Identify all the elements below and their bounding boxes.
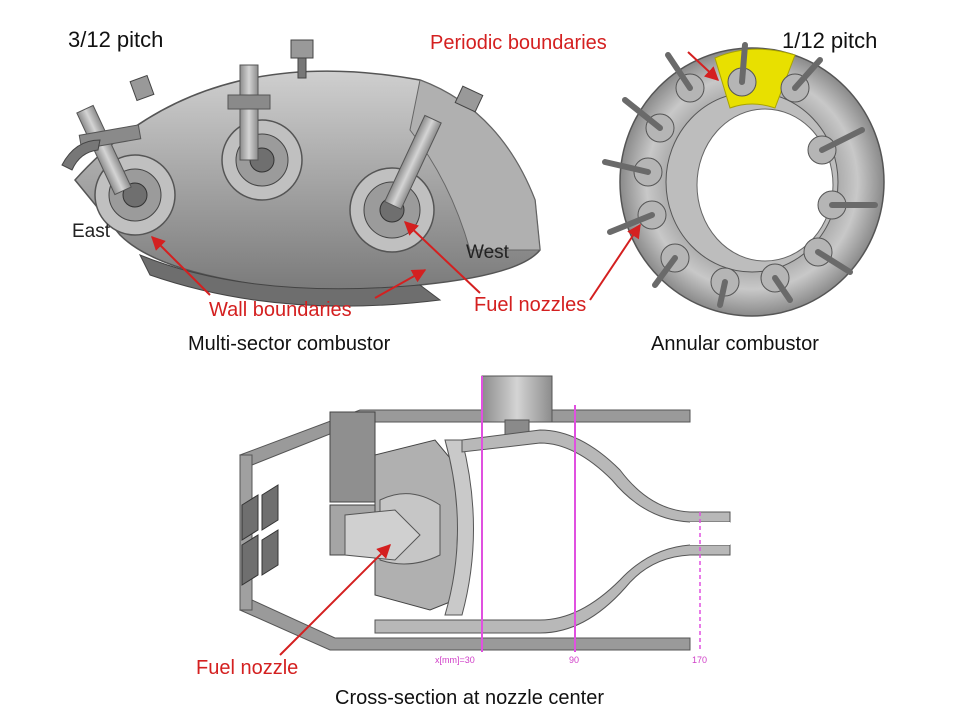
cross-section <box>239 375 731 652</box>
arrow-fuel-nozzles <box>403 221 481 294</box>
swirler-vanes <box>241 484 279 586</box>
fuel-nozzles-label: Fuel nozzles <box>474 294 587 316</box>
dome-flare <box>444 439 474 616</box>
arrow-periodic <box>687 51 720 81</box>
arrow-wall-west <box>374 269 427 299</box>
injector-stem <box>481 375 553 423</box>
liner-lower <box>374 544 731 634</box>
east-label: East <box>72 221 111 242</box>
wall-boundaries-label: Wall boundaries <box>209 299 352 321</box>
axis-marker-x30: x[mm]=30 <box>435 655 475 665</box>
axis-marker-x170: 170 <box>692 655 708 665</box>
sector-knobs <box>129 39 484 113</box>
arrow-annular-nozzle <box>589 223 641 301</box>
nozzle-internals <box>344 439 461 611</box>
exit-duct <box>690 522 730 545</box>
pitch-sector-label: 3/12 pitch <box>68 27 164 52</box>
arrow-wall-east <box>151 236 211 296</box>
pitch-annular-label: 1/12 pitch <box>782 28 878 53</box>
liner-upper <box>461 429 731 523</box>
annular-combustor <box>602 42 885 317</box>
arrow-fuel-nozzle-section <box>279 544 391 656</box>
multi-sector-combustor <box>61 39 541 307</box>
sector-lower-lip <box>138 254 442 307</box>
sector-nozzle-middle <box>221 64 303 201</box>
annotation-arrows <box>151 51 720 656</box>
nozzle-block-upper <box>329 411 376 503</box>
annular-stems <box>602 42 878 308</box>
fuel-nozzle-label: Fuel nozzle <box>196 657 299 679</box>
annular-bore <box>696 108 834 262</box>
sector-handle <box>61 139 101 171</box>
west-label: West <box>466 242 509 263</box>
axis-marker-x90: 90 <box>569 655 580 665</box>
caption-annular: Annular combustor <box>651 333 819 355</box>
caption-cross-section: Cross-section at nozzle center <box>335 687 605 709</box>
caption-multi-sector: Multi-sector combustor <box>188 333 391 355</box>
periodic-boundaries-label: Periodic boundaries <box>430 32 607 54</box>
